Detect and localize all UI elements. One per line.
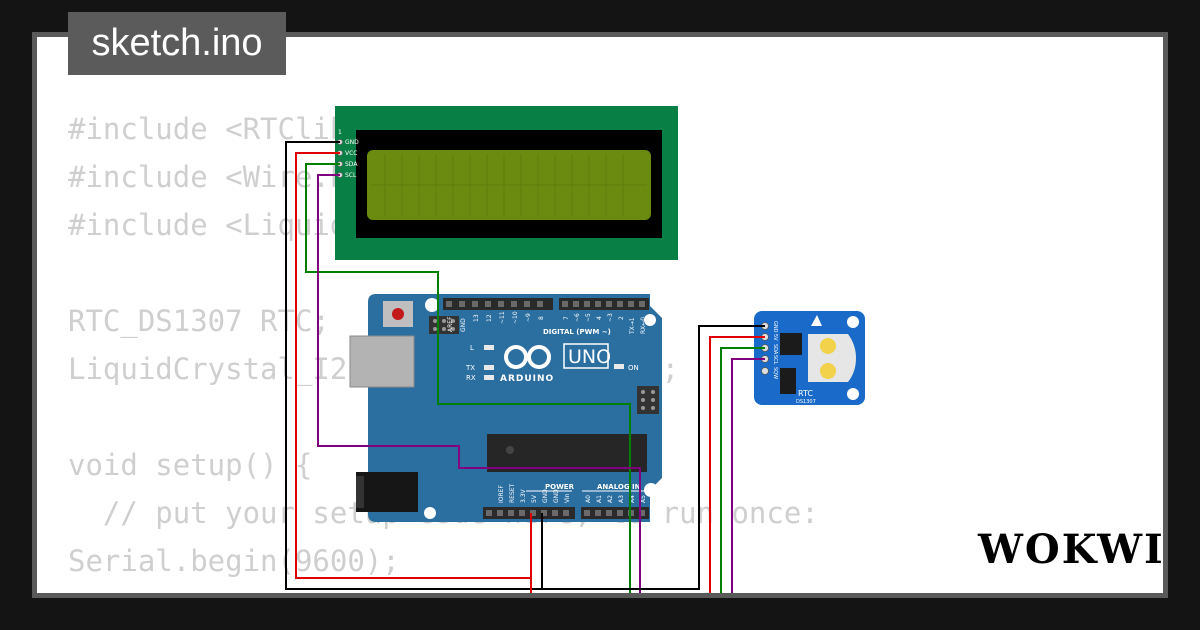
icsp-header [429,316,459,334]
arduino-model: UNO [568,346,611,368]
wokwi-logo: WOKWI [978,526,1165,573]
pin-label: GND [542,489,549,503]
pin-label: GND [553,489,560,503]
rtc-pin-5v: 5V [772,334,778,341]
code-line: Serial.begin(9600); [68,544,400,578]
pin-label: Vin [564,493,571,503]
led-tx [484,365,494,370]
pin-label: 3.3V [520,488,527,503]
file-title-tab[interactable]: sketch.ino [68,12,286,75]
arduino-brand: ARDUINO [500,374,554,384]
rtc-label: RTC [798,389,813,398]
pin-label: GND [460,318,467,332]
pin-label: 7 [563,316,570,320]
power-header [483,507,575,519]
pin-label: 13 [473,314,480,322]
pin-label: 2 [618,316,625,320]
ds1307-chip [780,333,802,355]
pin-label: AREF [447,316,454,332]
mounting-hole [644,483,658,497]
code-line: RTC.begin(); [68,585,819,593]
rtc-pin-gnd: GND [772,321,778,333]
battery-contact [820,363,836,379]
pin-label: A2 [607,495,614,503]
digital-header [559,298,649,310]
pin-label: TX→1 [629,317,636,335]
wire-vcc-lcd[interactable] [295,152,532,579]
pin-label: A3 [618,495,625,503]
icsp-header [637,386,659,414]
led-rx-label: RX [466,374,476,382]
atmega-chip [487,434,647,472]
mounting-hole [425,298,439,312]
pin-label: A0 [585,495,592,503]
rtc-chip-label: DS1307 [796,399,816,405]
analog-label: ANALOG IN [597,483,641,491]
pin-label: ~6 [574,313,581,322]
wire-scl-rtc[interactable] [731,358,765,600]
led-on [614,364,624,369]
wire-scl-lcd[interactable] [317,174,641,600]
star-icon [811,315,822,326]
led-rx [484,375,494,380]
pin-label: A1 [596,495,603,503]
rtc-pin-scl: SCL [772,355,778,365]
uno-badge [563,343,609,369]
pin-label: ~9 [525,313,532,322]
led-l-label: L [470,344,474,352]
pin-label: A4 [629,495,636,503]
mounting-hole [644,314,656,326]
lcd-pin1-label: 1 [338,129,342,136]
power-jack [356,472,418,512]
lcd-char-grid [371,154,647,216]
mounting-hole [424,507,436,519]
lcd-pin-sda: SDA [345,161,358,168]
code-line: void setup() { [68,448,313,482]
digital-label: DIGITAL (PWM ~) [543,328,611,336]
lcd-display[interactable]: 1 GND VCC SDA SCL [335,106,678,260]
wire-vcc-rtc[interactable] [709,336,765,600]
battery-contact [820,338,836,354]
rtc-pin-sqw: SQW [772,367,778,379]
lcd-pin-gnd: GND [345,139,359,146]
pin-label: 5V [531,494,538,503]
pin-label: RX←0 [640,317,647,334]
pin-label: ~3 [607,313,614,322]
rtc-ds1307-module[interactable]: GND 5V SDA SCL SQW RTC DS1307 [754,311,865,405]
analog-header [581,507,649,519]
rtc-pin-sda: SDA [772,344,778,355]
pin-label: ~10 [512,311,519,324]
pin-label: RESET [509,483,516,503]
power-label: POWER [545,483,575,491]
pin-label: 12 [486,314,493,322]
wire-sda-lcd[interactable] [305,163,631,600]
pin-label: 8 [538,316,545,320]
wire-gnd-rtc[interactable] [541,325,765,590]
arduino-infinity-icon [504,345,551,369]
pin-label: IOREF [498,485,505,503]
wire-sda-rtc[interactable] [720,347,765,600]
pin-label: A5 [640,495,647,503]
pin-label: 4 [596,316,603,320]
crystal [780,368,796,394]
wires [285,141,765,600]
usb-connector [349,335,415,388]
pin-label: ~5 [585,313,592,322]
lcd-pin-scl: SCL [345,172,357,179]
lcd-pin-vcc: VCC [345,150,357,157]
led-on-label: ON [628,364,639,372]
reset-button-cap [392,308,404,320]
arduino-uno-board[interactable]: AREF GND 13 12 ~11 ~10 ~9 8 7 ~6 ~5 4 ~3… [349,294,662,522]
led-l [484,345,494,350]
led-tx-label: TX [465,364,475,372]
pin-label: ~11 [499,311,506,324]
